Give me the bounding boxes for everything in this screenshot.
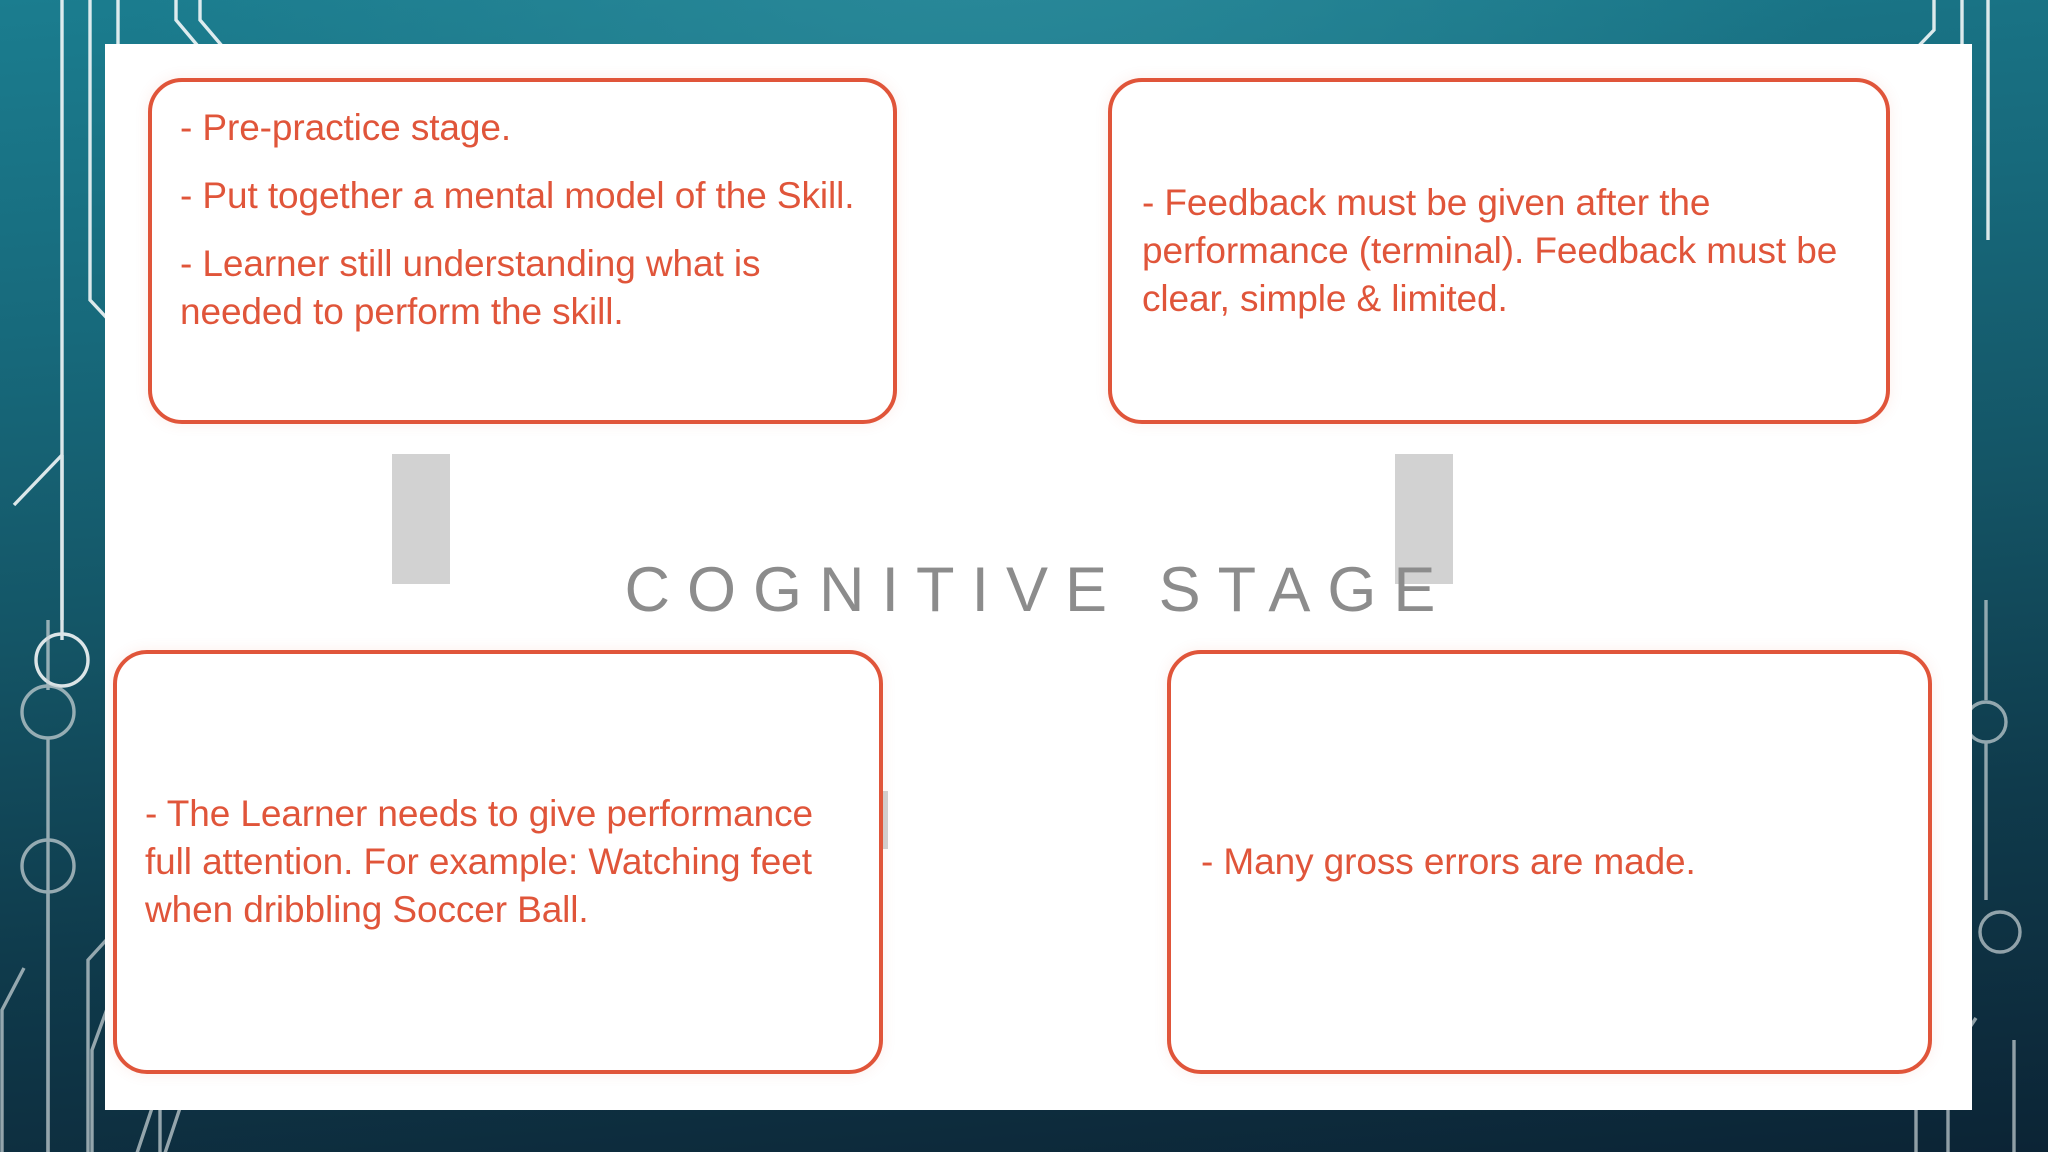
node-pre-practice[interactable]: - Pre-practice stage. - Put together a m… xyxy=(148,78,897,424)
node-full-attention[interactable]: - The Learner needs to give performance … xyxy=(113,650,883,1074)
node-pre-practice-line-2: - Put together a mental model of the Ski… xyxy=(180,175,855,217)
stage-title: COGNITIVE STAGE xyxy=(624,555,1453,625)
node-pre-practice-line-1: - Pre-practice stage. xyxy=(180,107,512,148)
connector-bar-top-right xyxy=(1395,454,1453,584)
node-gross-errors[interactable]: - Many gross errors are made. xyxy=(1167,650,1932,1074)
node-pre-practice-line-3: - Learner still understanding what is ne… xyxy=(180,243,761,333)
node-full-attention-text: - The Learner needs to give performance … xyxy=(145,792,813,931)
node-feedback-text: - Feedback must be given after the perfo… xyxy=(1142,181,1838,320)
content-card: COGNITIVE STAGE - Pre-practice stage. - … xyxy=(105,44,1972,1110)
connector-bar-top-left xyxy=(392,454,450,584)
node-feedback[interactable]: - Feedback must be given after the perfo… xyxy=(1108,78,1890,424)
node-gross-errors-text: - Many gross errors are made. xyxy=(1201,840,1696,882)
